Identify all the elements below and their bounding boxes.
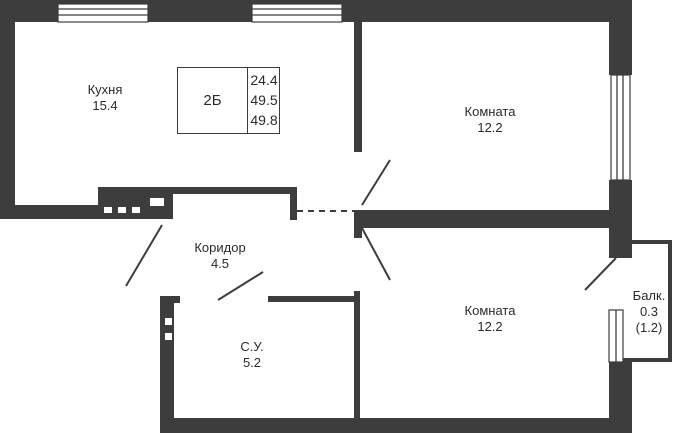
room-area-room-top: 12.2 — [477, 120, 503, 135]
wall-bathroom-right — [354, 291, 360, 433]
apartment-areas: 24.4 49.5 49.8 — [248, 70, 280, 130]
wall-corridor-stub — [290, 194, 297, 220]
vent-hole — [150, 198, 164, 206]
kitchen-window-2 — [251, 3, 343, 23]
kitchen-door-leaf — [125, 224, 163, 287]
room-label-room-bottom: Комната 12.2 — [450, 303, 530, 335]
room-area-balcony: 0.3 — [639, 304, 659, 319]
wall-left-upper — [0, 0, 15, 219]
total-area: 49.5 — [250, 92, 278, 108]
wall-rooms-stub — [354, 210, 362, 238]
balcony-wall-bottom — [609, 358, 672, 362]
room-name-bathroom: С.У. — [240, 339, 264, 354]
wall-right-upper — [609, 0, 632, 75]
living-area: 24.4 — [250, 72, 278, 88]
room-area-bathroom: 5.2 — [242, 355, 262, 370]
room-area-kitchen: 15.4 — [92, 98, 118, 113]
apartment-info-box: 2Б 24.4 49.5 49.8 — [177, 67, 280, 134]
room-area-corridor: 4.5 — [210, 256, 230, 271]
room-top-door-leaf — [361, 159, 391, 206]
room-label-room-top: Комната 12.2 — [450, 104, 530, 136]
balcony-wall-right — [668, 240, 672, 362]
room-top-window — [610, 74, 631, 181]
kitchen-window — [57, 3, 149, 23]
vent-hole — [165, 318, 172, 325]
room-bottom-door-leaf — [361, 227, 391, 281]
total-area-with-balcony: 49.8 — [250, 112, 278, 128]
wall-kitchen-room — [354, 22, 362, 152]
room-name-balcony: Балк. — [632, 288, 666, 303]
vent-hole — [118, 207, 126, 213]
wall-kitchen-corridor — [98, 187, 297, 194]
apartment-type: 2Б — [178, 68, 248, 133]
room-label-corridor: Коридор 4.5 — [180, 240, 260, 272]
wall-rooms-divider — [354, 210, 612, 228]
room-label-kitchen: Кухня 15.4 — [70, 82, 140, 114]
room-label-balcony: Балк. 0.3 (1.2) — [628, 288, 670, 336]
wall-bathroom-top-left — [160, 296, 180, 303]
wall-bathroom-top — [268, 296, 358, 302]
vent-hole — [165, 333, 172, 340]
balcony-wall-top — [609, 240, 672, 244]
wall-bottom — [160, 418, 632, 433]
room-name-room-top: Комната — [464, 104, 516, 119]
balcony-door-leaf — [584, 257, 617, 291]
room-label-bathroom: С.У. 5.2 — [222, 339, 282, 371]
vent-hole — [104, 207, 112, 213]
room-name-kitchen: Кухня — [87, 82, 123, 97]
room-area-room-bottom: 12.2 — [477, 319, 503, 334]
vent-hole — [132, 207, 140, 213]
room-name-room-bottom: Комната — [464, 303, 516, 318]
wall-right-lower — [609, 362, 632, 433]
bathroom-door-leaf — [217, 271, 264, 301]
wall-bathroom-left — [160, 296, 174, 433]
room-name-corridor: Коридор — [194, 240, 246, 255]
wall-kitchen-bottom — [0, 205, 98, 219]
room-area-balcony-full: (1.2) — [635, 320, 663, 335]
wall-right-mid — [609, 180, 632, 258]
